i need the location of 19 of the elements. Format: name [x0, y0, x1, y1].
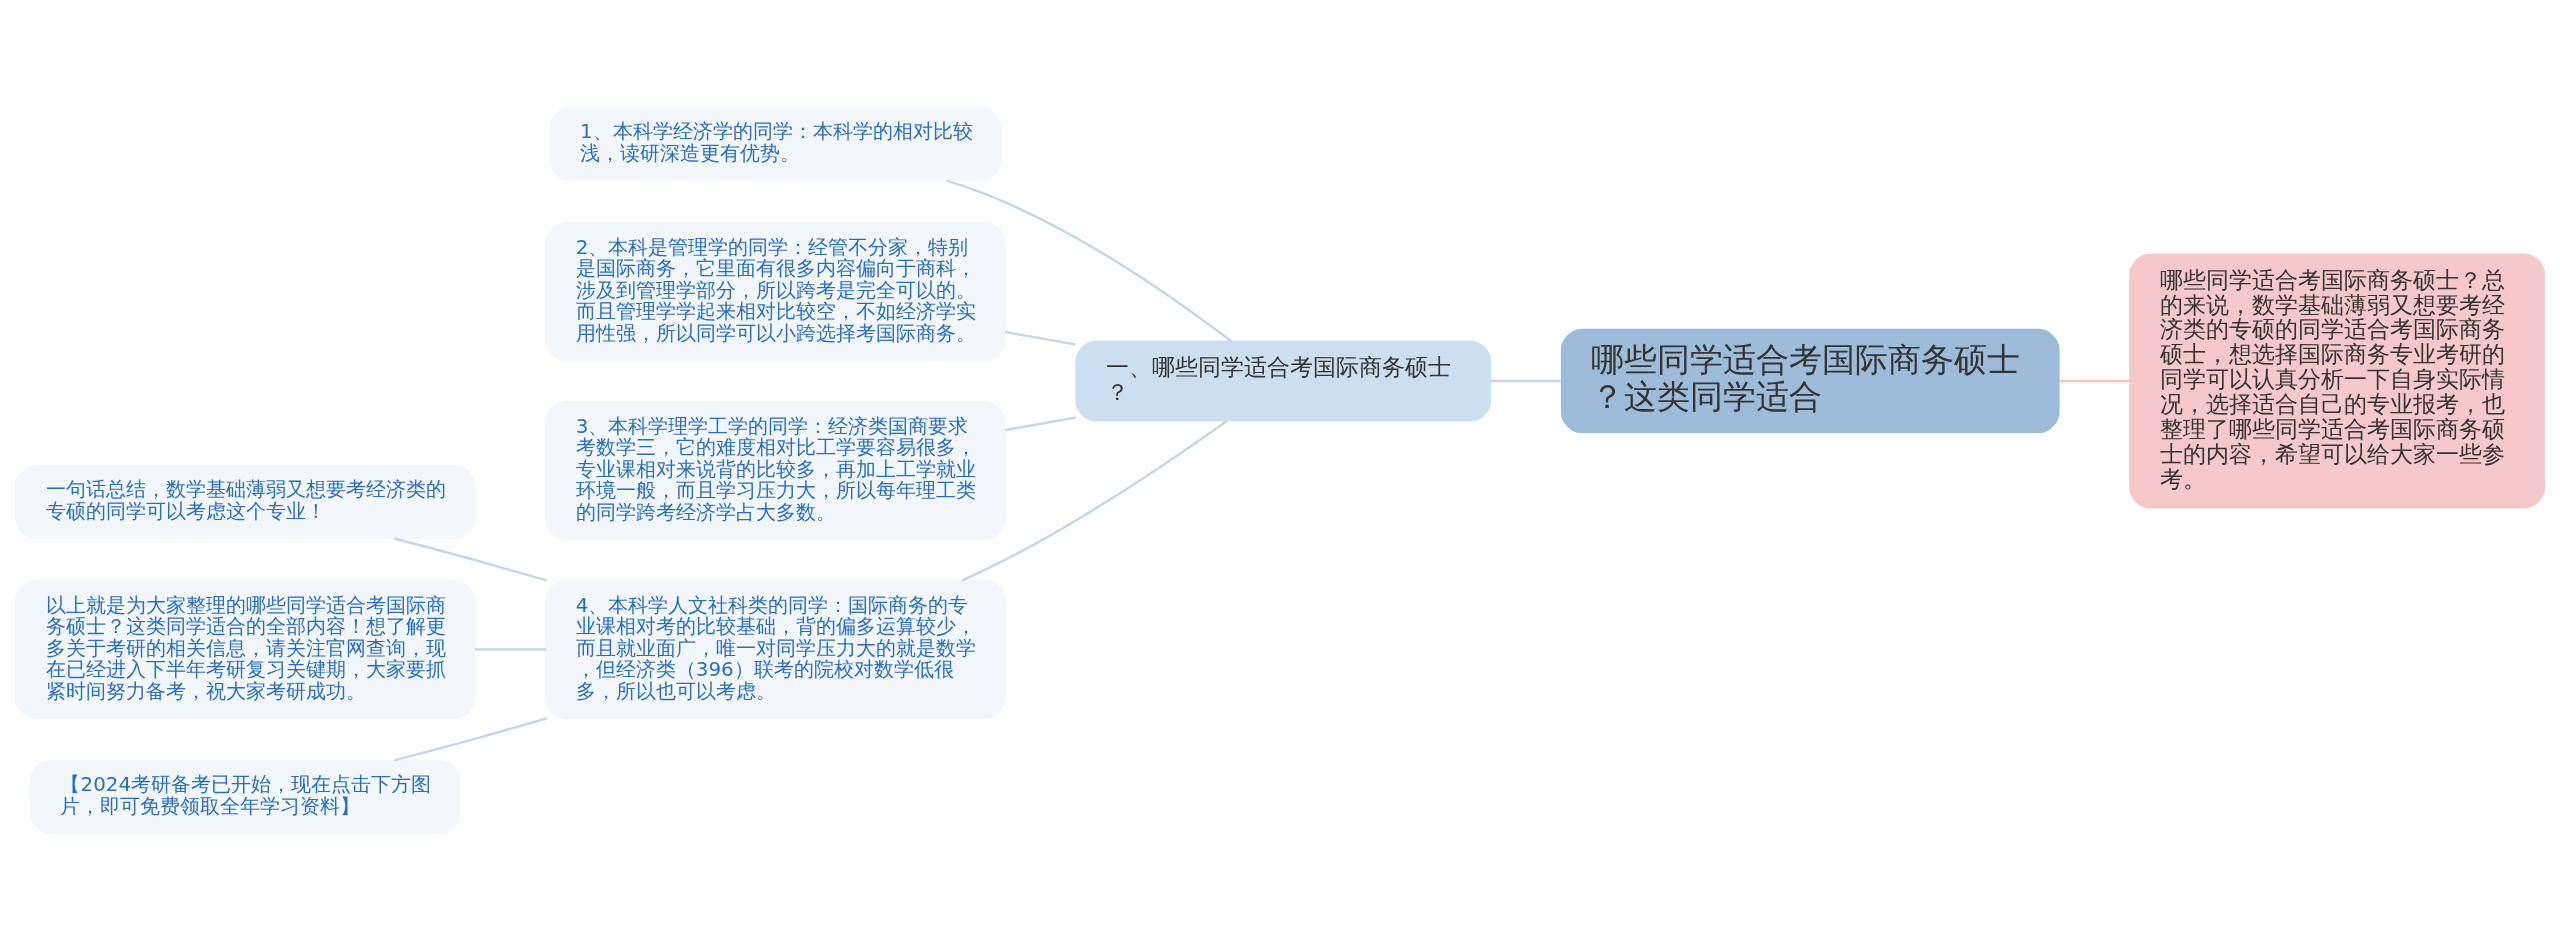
connector — [1491, 379, 1562, 383]
node-box: 1、本科学经济学的同学：本科学的相对比较浅，读研深造更有优势。 — [549, 106, 1002, 182]
node-box: 4、本科学人文社科类的同学：国际商务的专业课相对考的比较基础，背的偏多运算较少，而且就业面广，唯一对同学压力大的就是数学，但经济类（396）联考的院校对数学低很多，所以也可以考虑。 — [545, 579, 1006, 720]
node-box: 一句话总结，数学基础薄弱又想要考经济类的专硕的同学可以考虑这个专业！ — [14, 464, 476, 540]
connector — [946, 179, 1232, 342]
connector — [393, 537, 548, 582]
node-box: 2、本科是管理学的同学：经管不分家，特别是国际商务，它里面有很多内容偏向于商科，涉及到管理学部分，所以跨考是完全可以的。而且管理学学起来相对比较空，不如经济学实用性强，所以同学可以小跨选择考国际商务。 — [545, 221, 1006, 362]
connector — [2059, 379, 2130, 383]
connector — [1004, 416, 1076, 432]
connector — [393, 717, 548, 762]
connector — [961, 420, 1228, 582]
connector — [474, 648, 546, 651]
node-box: 3、本科学理学工学的同学：经济类国商要求考数学三，它的难度相对比工学要容易很多，专业课相对来说背的比较多，再加上工学就业环境一般，而且学习压力大，所以每年理工类的同学跨考经济学占大多数。 — [545, 400, 1006, 541]
node-box: 【2024考研备考已开始，现在点击下方图片，即可免费领取全年学习资料】 — [29, 759, 461, 835]
node-box: 哪些同学适合考国际商务硕士？这类同学适合 — [1560, 328, 2060, 434]
node-box: 哪些同学适合考国际商务硕士？总的来说，数学基础薄弱又想要考经济类的专硕的同学适合考国际商务硕士，想选择国际商务专业考研的同学可以认真分析一下自身实际情况，选择适合自己的专业报考，也整理了哪些同学适合考国际商务硕士的内容，希望可以给大家一些参考。 — [2129, 253, 2546, 509]
node-box: 以上就是为大家整理的哪些同学适合考国际商务硕士？这类同学适合的全部内容！想了解更多关于考研的相关信息，请关注官网查询，现在已经进入下半年考研复习关键期，大家要抓紧时间努力备考，祝大家考研成功。 — [14, 579, 476, 720]
connector — [1004, 330, 1076, 346]
node-box: 一、哪些同学适合考国际商务硕士？ — [1075, 340, 1492, 422]
